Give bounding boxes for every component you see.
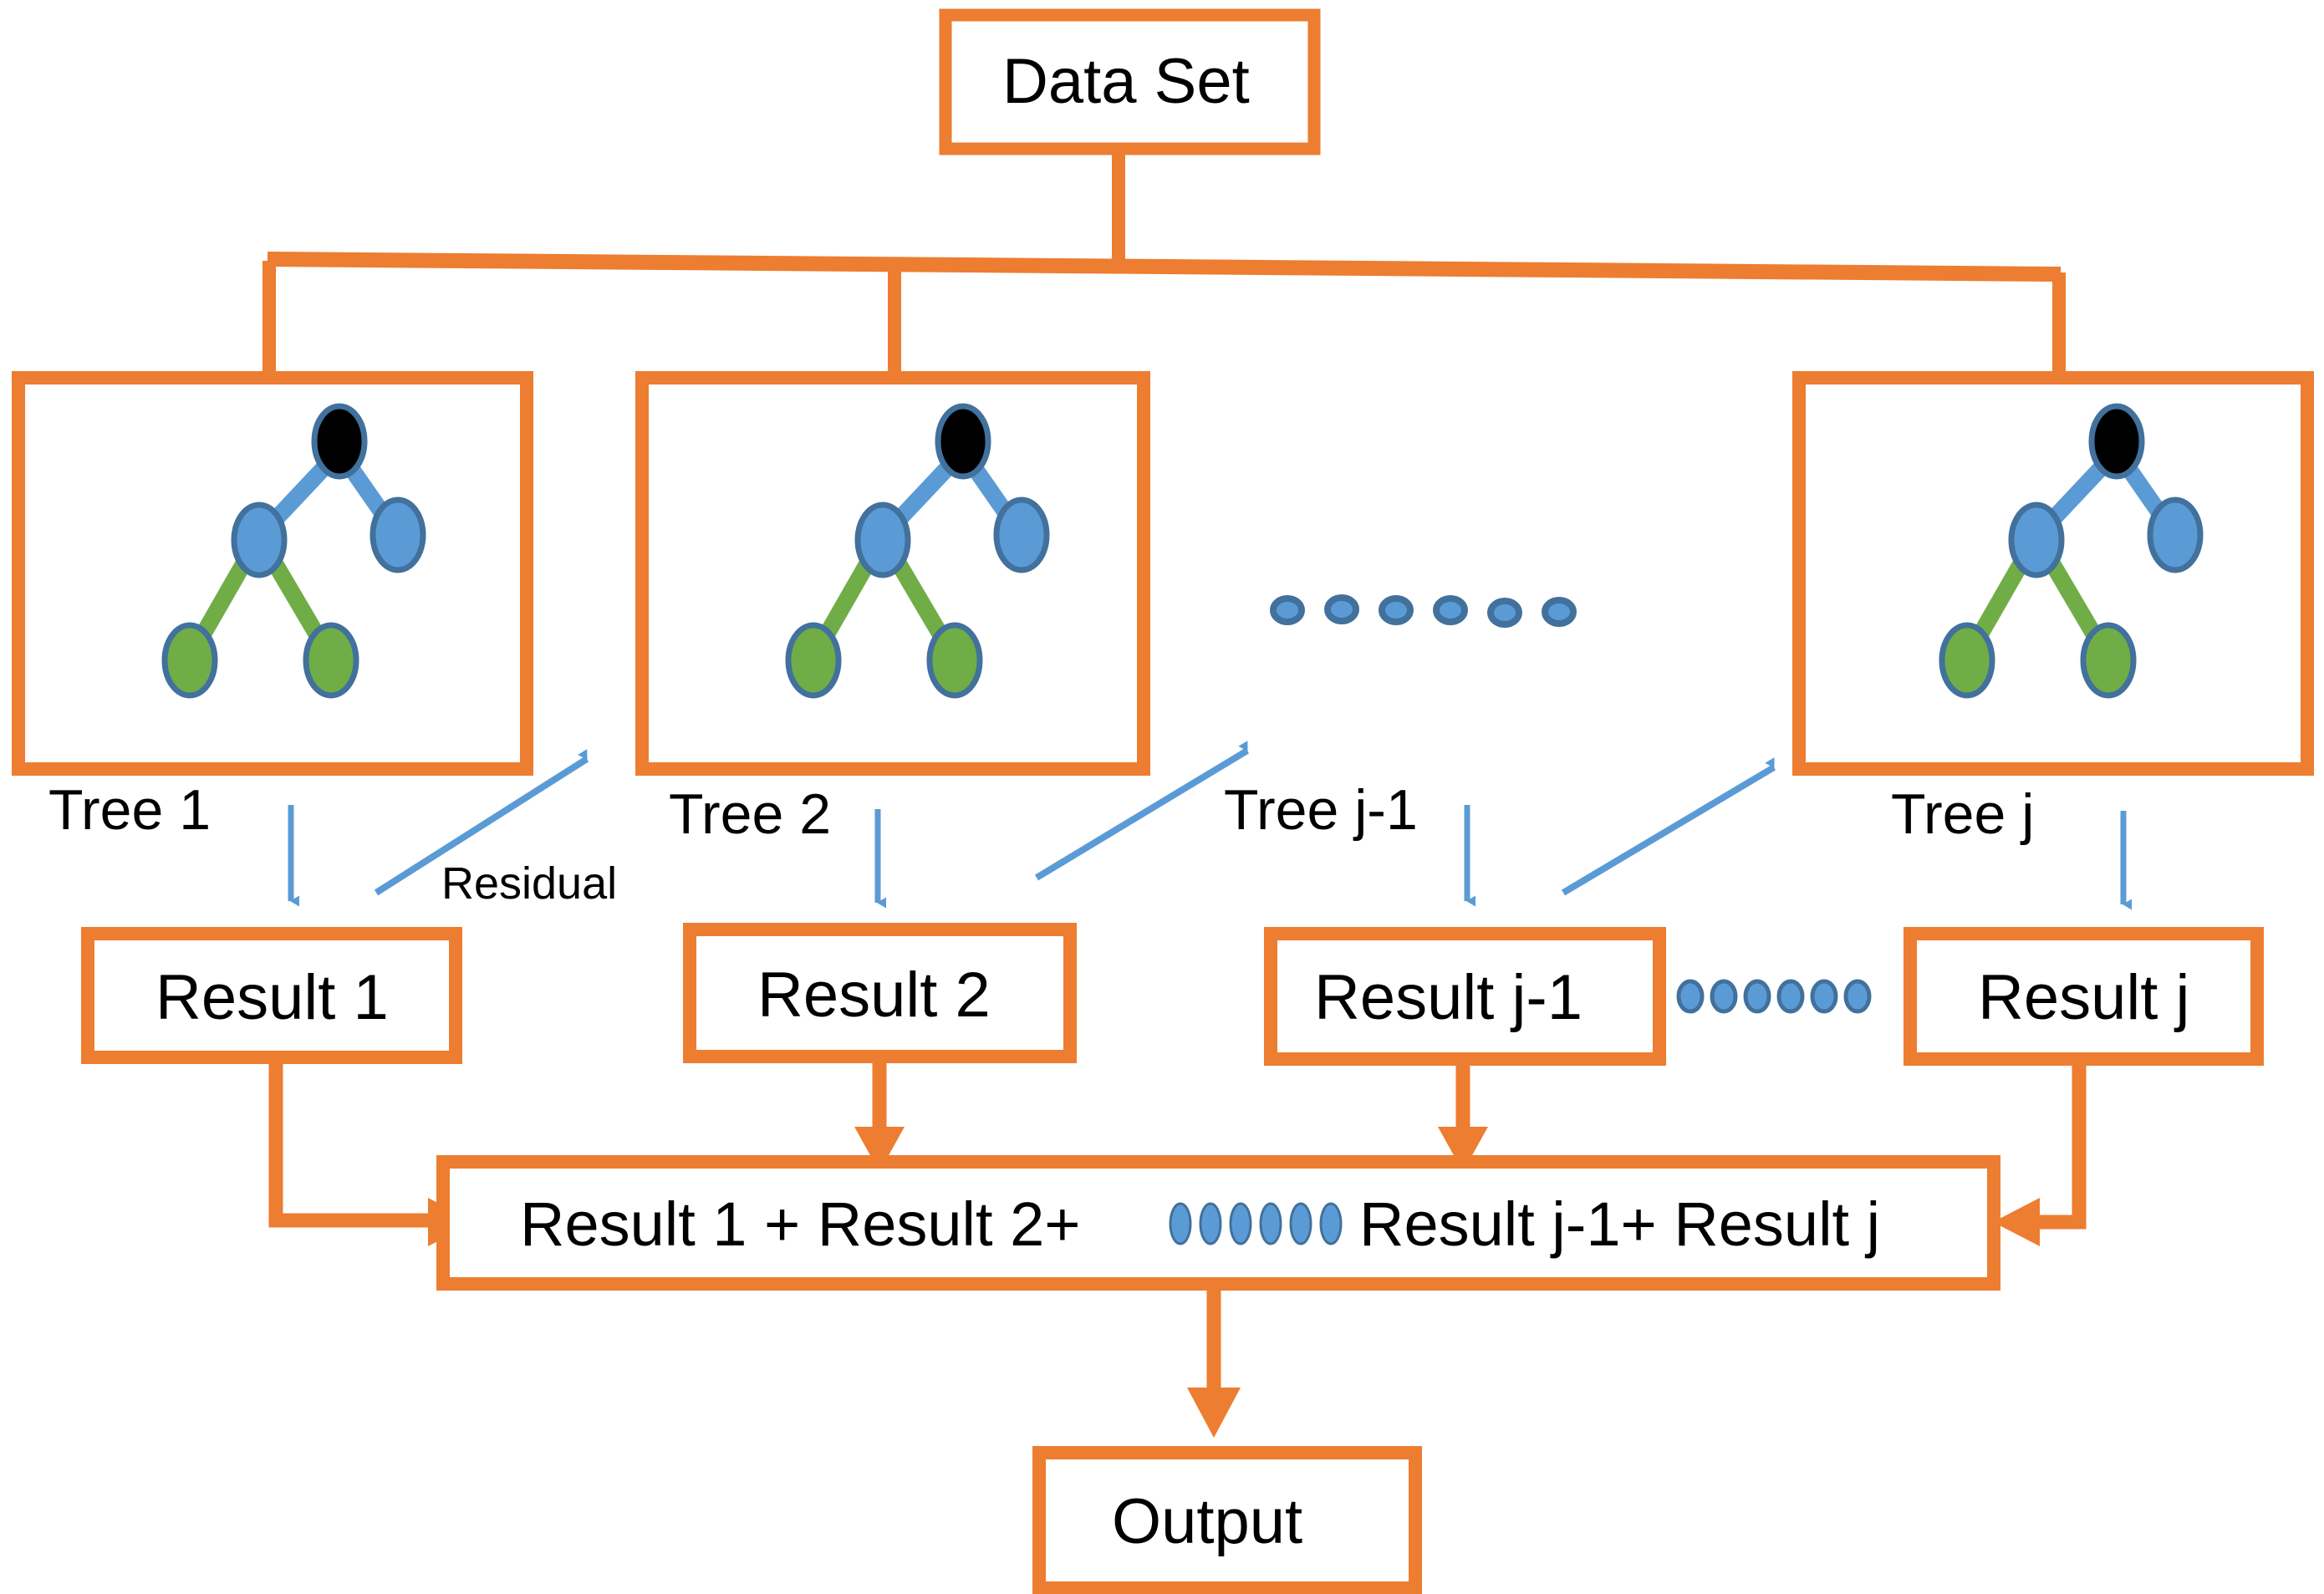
tree-inner-node-right — [993, 497, 1050, 573]
sum-to-output-arrowhead — [1187, 1388, 1241, 1438]
tree-leaf-node-left — [1939, 622, 1995, 699]
sum-label-part-b: Result j-1+ Result j — [1359, 1189, 1881, 1259]
sum-label-part-a: Result 1 + Result 2+ — [520, 1189, 1081, 1259]
tree-label-2: Tree 2 — [669, 782, 832, 846]
residual-arrow-2 — [1034, 741, 1250, 881]
result-1-to-sum-connector — [268, 1057, 428, 1228]
tree-root-node — [2088, 403, 2145, 480]
result-box-j — [1904, 927, 2264, 1066]
result-j-1-to-sum-arrowhead — [1438, 1127, 1488, 1172]
tree-leaf-node-left — [785, 622, 842, 699]
result-label-2: Result 2 — [757, 960, 991, 1031]
result-2-to-sum-arrowhead — [854, 1127, 905, 1172]
tree-leaf-node-right — [926, 622, 983, 699]
tree-label-j-1: Tree j-1 — [1224, 778, 1418, 842]
decision-tree-glyph-2 — [785, 403, 1050, 699]
tree-inner-node-right — [369, 497, 426, 573]
decision-tree-glyph-1 — [161, 403, 426, 699]
data-set-label: Data Set — [1002, 46, 1250, 117]
output-label: Output — [1112, 1486, 1303, 1557]
tree-leaf-node-right — [2080, 622, 2137, 699]
tree-box-1 — [12, 371, 533, 776]
tree-inner-node-left — [231, 502, 288, 578]
result-box-2 — [683, 923, 1077, 1063]
sum-box-ellipsis — [1169, 1202, 1343, 1245]
output-box — [1032, 1446, 1422, 1594]
residual-arrow-1 — [374, 749, 589, 896]
tree-root-node — [311, 403, 368, 480]
residual-arrow-3 — [1561, 757, 1776, 896]
result-label-j: Result j — [1978, 962, 2190, 1033]
tree-label-1: Tree 1 — [48, 778, 212, 842]
tree-root-node — [935, 403, 991, 480]
result-label-1: Result 1 — [155, 962, 389, 1033]
tree-inner-node-right — [2147, 497, 2204, 573]
data-set-box — [939, 8, 1321, 155]
tree-distribution-bar — [267, 252, 2062, 282]
result-label-j-1: Result j-1 — [1314, 962, 1582, 1033]
ellipsis-between-results — [1676, 979, 1872, 1014]
result-j-to-sum-arrowhead — [1993, 1198, 2040, 1246]
tree-leaf-node-right — [303, 622, 359, 699]
residual-label: Residual — [441, 858, 618, 909]
tree-inner-node-left — [2008, 502, 2065, 578]
ellipsis-between-trees — [1270, 594, 1577, 628]
tree-label-j: Tree j — [1891, 782, 2035, 846]
result-j-to-sum-connector — [2040, 1057, 2087, 1230]
tree-inner-node-left — [854, 502, 911, 578]
tree-leaf-node-left — [161, 622, 218, 699]
decision-tree-glyph-j — [1939, 403, 2204, 699]
